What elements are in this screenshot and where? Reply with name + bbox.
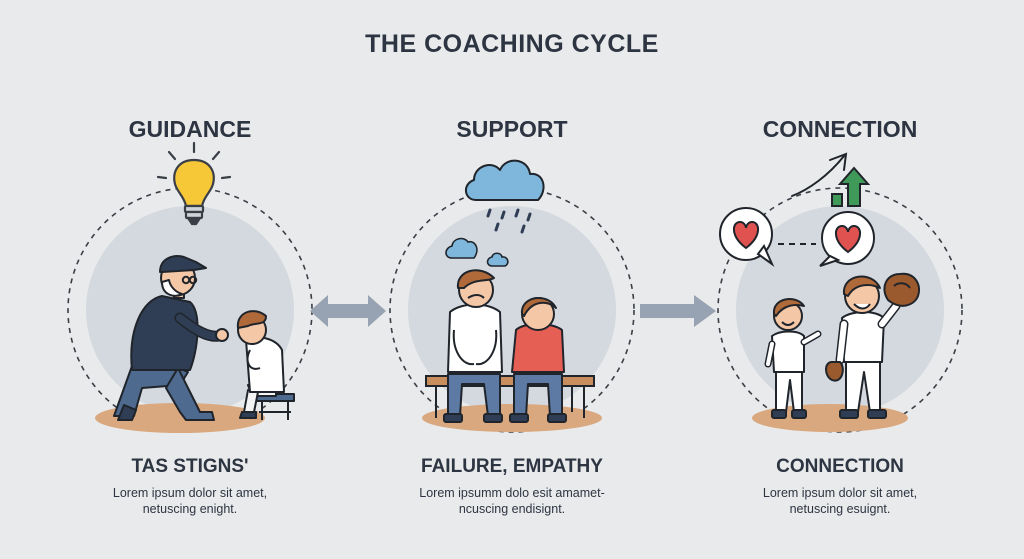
ground-shadow bbox=[95, 403, 265, 433]
sad-boy-figure bbox=[443, 269, 503, 423]
stage-heading: GUIDANCE bbox=[128, 116, 252, 142]
caption-line: Lorem ipsumm dolo esit amamet- bbox=[419, 486, 605, 500]
stage-subheading: CONNECTION bbox=[776, 456, 904, 477]
caption-line: ncuscing endisignt. bbox=[458, 502, 566, 516]
child-figure bbox=[236, 310, 295, 420]
rain-cloud-icon bbox=[465, 159, 545, 234]
lightbulb-icon bbox=[156, 141, 232, 226]
small-cloud-icon bbox=[445, 237, 509, 267]
support-illustration bbox=[389, 159, 635, 433]
caption-line: netuscing esuignt. bbox=[789, 502, 891, 516]
happy-boy-figure bbox=[835, 275, 901, 419]
stage-subheading: FAILURE, EMPATHY bbox=[421, 456, 603, 477]
heart-icon bbox=[719, 207, 775, 267]
stage-heading: SUPPORT bbox=[456, 116, 568, 142]
stage-caption: Lorem ipsumm dolo esit amamet- ncuscing … bbox=[352, 485, 672, 517]
caption-line: netuscing enight. bbox=[142, 502, 238, 516]
stage-subheading: TAS STIGNS' bbox=[131, 456, 249, 477]
connection-illustration bbox=[717, 152, 963, 433]
coach-figure bbox=[113, 255, 229, 421]
happy-child-figure bbox=[764, 298, 822, 419]
guidance-illustration bbox=[67, 141, 313, 433]
caption-line: Lorem ipsum dolor sit amet, bbox=[112, 486, 268, 500]
double-arrow-icon bbox=[310, 295, 386, 327]
stage-connection: CONNECTION bbox=[680, 0, 1000, 559]
caption-line: Lorem ipsum dolor sit amet, bbox=[762, 486, 918, 500]
bench bbox=[425, 375, 595, 418]
trend-arrow-icon bbox=[791, 152, 871, 207]
page-title: THE COACHING CYCLE bbox=[365, 30, 659, 58]
right-arrow-icon bbox=[640, 295, 716, 327]
stage-guidance: GUIDANCE bbox=[30, 0, 350, 559]
cycle-dashed-ring bbox=[717, 187, 963, 433]
heart-icon bbox=[819, 211, 875, 267]
stage-caption: Lorem ipsum dolor sit amet, netuscing es… bbox=[680, 485, 1000, 517]
baseball-glove-icon bbox=[825, 272, 920, 382]
stage-heading: CONNECTION bbox=[762, 116, 918, 142]
stage-support: SUPPORT bbox=[352, 0, 672, 559]
sad-child-figure bbox=[509, 296, 567, 423]
stage-caption: Lorem ipsum dolor sit amet, netuscing en… bbox=[30, 485, 350, 517]
